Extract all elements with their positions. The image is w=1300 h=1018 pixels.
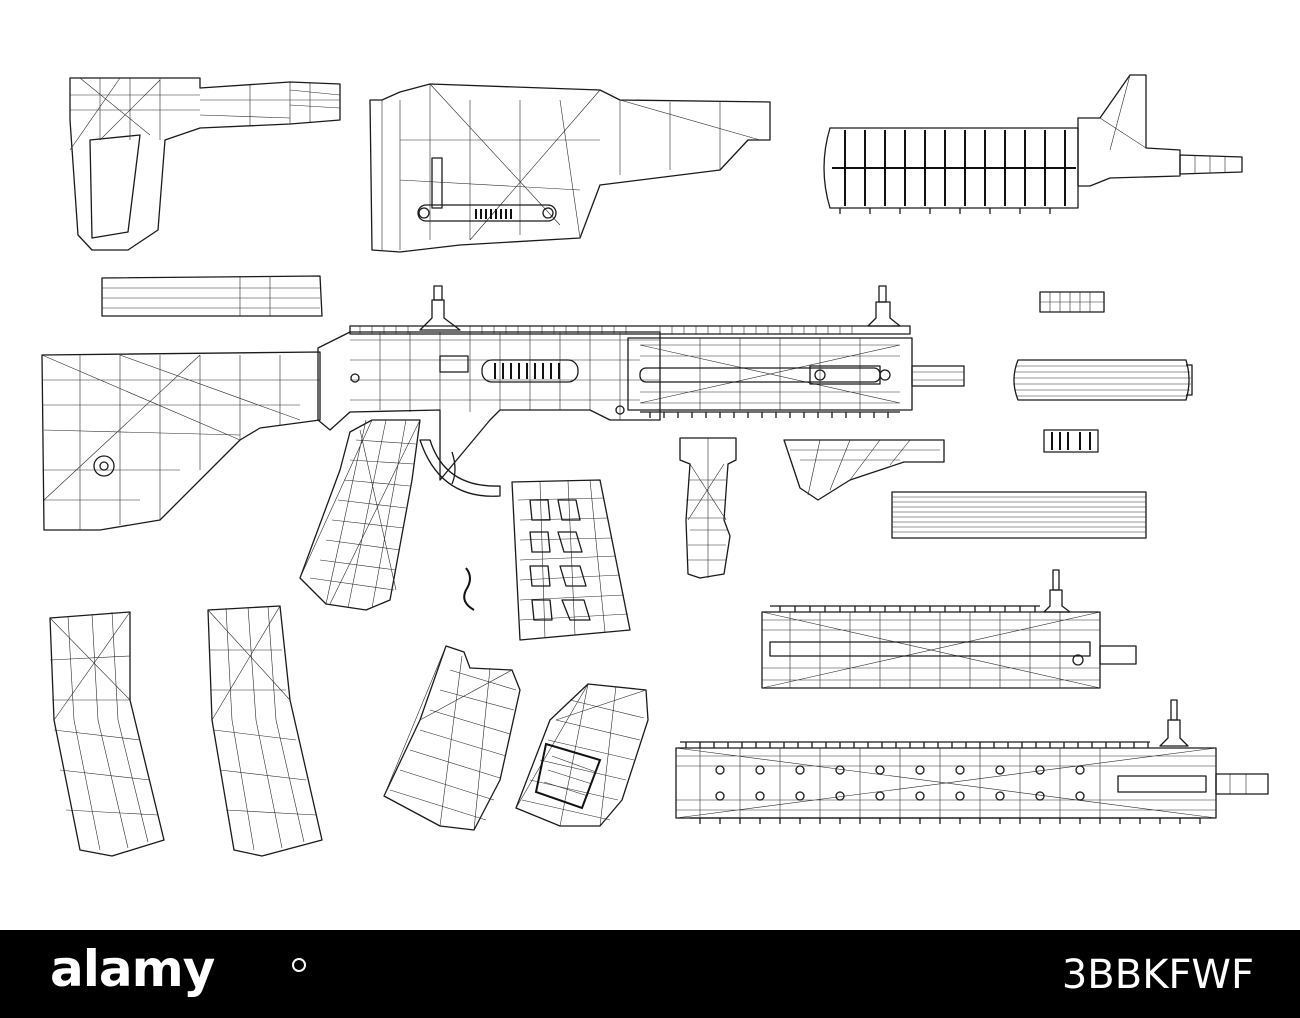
- stock-footer-bar: alamy 3BBKFWF: [0, 930, 1300, 1018]
- suppressor-long: [891, 491, 1147, 539]
- rail-handguard-long: [675, 699, 1269, 824]
- pistol-brace-stock: [69, 77, 341, 251]
- assembled-rifle: [41, 285, 965, 641]
- image-id: 3BBKFWF: [1061, 952, 1254, 998]
- carbine-handguard-front-sight: [823, 74, 1243, 214]
- illustration-canvas: [41, 74, 1269, 857]
- trigger-spring: [463, 567, 475, 611]
- flash-hider-small: [1039, 291, 1105, 313]
- magazine-left: [49, 611, 165, 857]
- suppressor-short: [1013, 359, 1193, 401]
- brand-logo[interactable]: alamy: [50, 940, 215, 998]
- brand-logo-mark-icon: [292, 958, 306, 972]
- vertical-foregrip: [679, 437, 737, 579]
- angled-foregrip: [783, 439, 945, 501]
- pistol-grip-right: [515, 683, 649, 827]
- buffer-tube: [101, 275, 323, 317]
- precision-stock: [369, 83, 771, 253]
- pistol-grip-left: [383, 645, 521, 831]
- magazine-right: [207, 605, 323, 857]
- rail-handguard-medium: [761, 569, 1137, 689]
- muzzle-brake: [1043, 429, 1099, 453]
